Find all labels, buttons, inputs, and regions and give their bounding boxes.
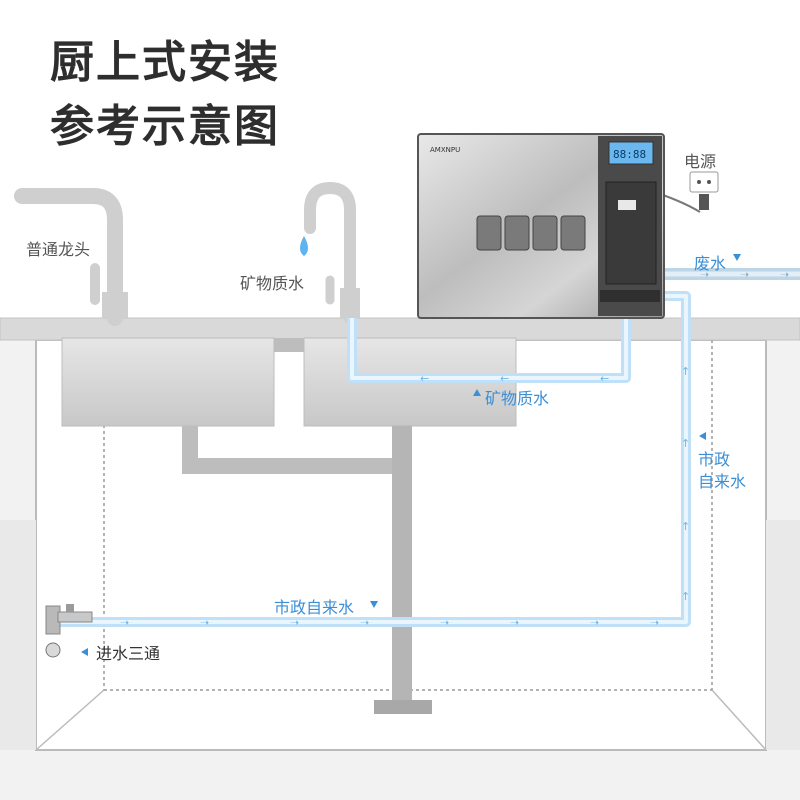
inlet-tee-label: 进水三通 — [96, 644, 161, 663]
waste-water-label: 废水 — [694, 254, 727, 273]
svg-text:➝: ➝ — [590, 616, 599, 629]
svg-text:➝: ➝ — [650, 616, 659, 629]
municipal-bottom-label: 市政自来水 — [274, 598, 355, 617]
title-line-2: 参考示意图 — [50, 101, 280, 152]
water-drop-icon — [300, 236, 308, 256]
title-line-1: 厨上式安装 — [50, 37, 280, 88]
svg-text:➝: ➝ — [510, 616, 519, 629]
svg-text:➝: ➝ — [440, 616, 449, 629]
svg-text:➝: ➝ — [290, 616, 299, 629]
svg-text:➝: ➝ — [360, 616, 369, 629]
ordinary-faucet-label: 普通龙头 — [26, 240, 91, 259]
svg-text:←: ← — [600, 372, 609, 385]
svg-text:↑: ↑ — [681, 365, 690, 378]
label-pointers — [81, 254, 741, 656]
svg-text:↑: ↑ — [681, 520, 690, 533]
municipal-right-label-2: 自来水 — [698, 472, 747, 491]
mineral-faucet-label: 矿物质水 — [240, 274, 305, 293]
power-label: 电源 — [684, 152, 717, 171]
device-display: 88:88 — [613, 148, 646, 161]
water-purifier — [417, 133, 665, 319]
power-socket-icon — [689, 171, 719, 210]
svg-text:➝: ➝ — [700, 268, 709, 281]
ordinary-faucet — [14, 188, 128, 326]
municipal-right-label-1: 市政 — [698, 450, 731, 469]
svg-text:←: ← — [420, 372, 429, 385]
svg-text:➝: ➝ — [200, 616, 209, 629]
flow-arrows: ➝ ➝ ➝ ➝ ➝ ➝ ➝ ➝ ← ← ← ➝ ➝ ➝ ↑ ↑ ↑ ↑ — [120, 268, 789, 629]
inlet-tee-valve — [45, 604, 93, 658]
svg-text:➝: ➝ — [740, 268, 749, 281]
mineral-faucet — [304, 182, 360, 324]
mineral-pipe-label: 矿物质水 — [485, 389, 550, 408]
svg-text:↑: ↑ — [681, 590, 690, 603]
svg-text:➝: ➝ — [120, 616, 129, 629]
svg-text:➝: ➝ — [780, 268, 789, 281]
svg-text:←: ← — [500, 372, 509, 385]
svg-text:↑: ↑ — [681, 437, 690, 450]
water-pipes — [56, 189, 800, 627]
device-brand: AMXNPU — [430, 146, 460, 154]
